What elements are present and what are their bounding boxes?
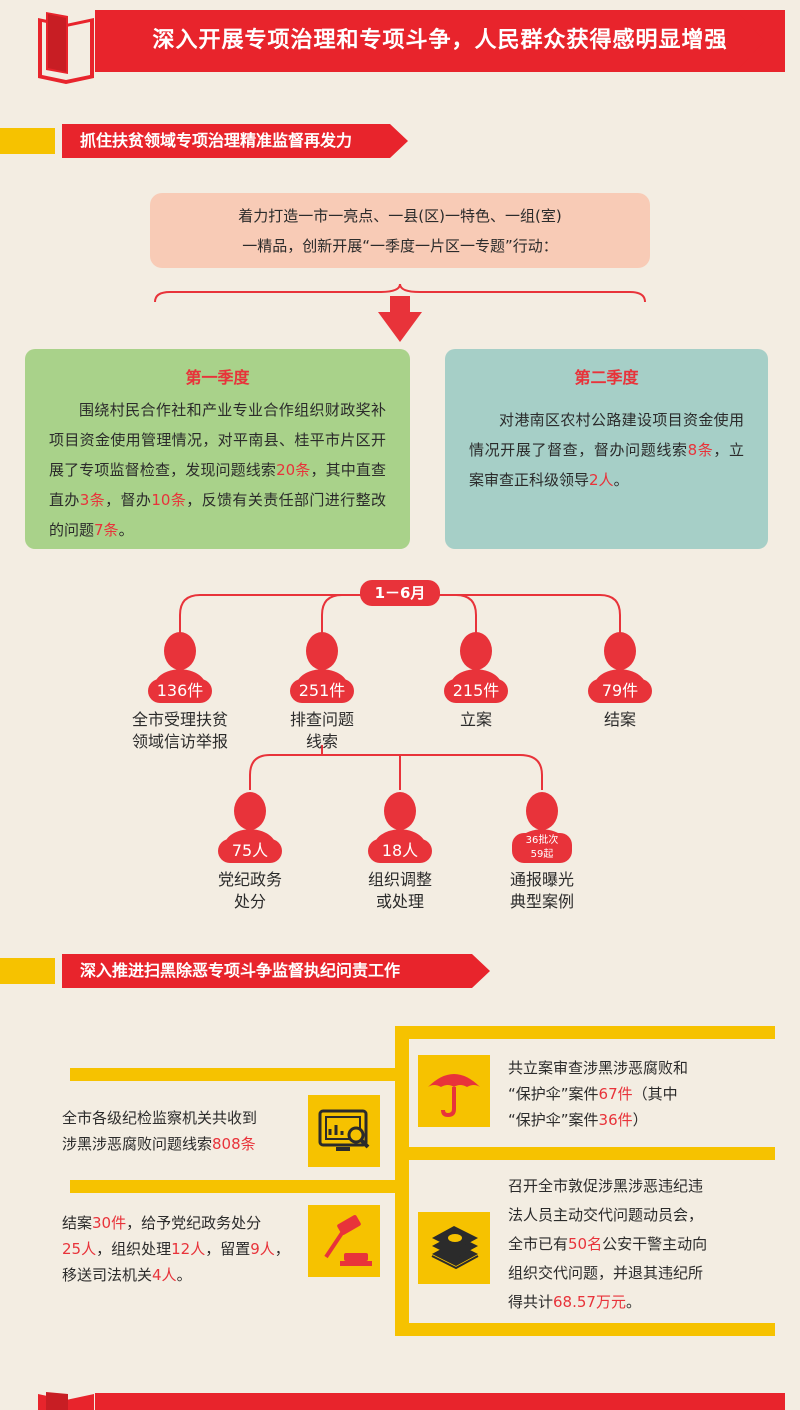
person-label: 通报曝光典型案例 (509, 870, 574, 911)
money-stack-icon (418, 1212, 490, 1284)
quarter2-text: 对港南区农村公路建设项目资金使用情况开展了督查，督办问题线索8条，立案审查正科级… (469, 411, 744, 489)
person-value-badge: 215件 (444, 679, 508, 703)
person-value-badge: 79件 (588, 679, 652, 703)
person-value-badge: 251件 (290, 679, 354, 703)
intro-line2: 一精品，创新开展“一季度一片区一专题”行动： (242, 237, 558, 255)
person-value-badge: 18人 (368, 839, 432, 863)
person-label: 结案 (603, 710, 636, 729)
period-label: 1－6月 (360, 580, 440, 606)
person-label: 全市受理扶贫领域信访举报 (131, 710, 228, 751)
section2-bar-accent (0, 958, 55, 984)
header-banner (95, 10, 785, 72)
tree-connector (179, 594, 621, 790)
quarter1-box: 第一季度 围绕村民合作社和产业专业合作组织财政奖补项目资金使用管理情况，对平南县… (25, 349, 410, 549)
next-banner-book-icon (30, 1392, 100, 1410)
quarter1-title: 第一季度 (185, 368, 250, 387)
section2-title: 深入推进扫黑除恶专项斗争监督执纪问责工作 (62, 954, 472, 988)
person-value-badge: 75人 (218, 839, 282, 863)
block-a-text: 全市各级纪检监察机关共收到 涉黑涉恶腐败问题线索808条 (62, 1109, 258, 1153)
block-b-text: 共立案审查涉黑涉恶腐败和 “保护伞”案件67件（其中 “保护伞”案件36件） (508, 1059, 689, 1129)
intro-line1: 着力打造一市一亮点、一县(区)一特色、一组(室) (238, 207, 562, 225)
section2-tail (472, 954, 490, 988)
monitor-search-icon (308, 1095, 380, 1167)
section1-tail (390, 124, 408, 158)
person-label: 党纪政务处分 (217, 870, 282, 911)
frame-vertical (395, 1026, 409, 1336)
section-bar-accent (0, 128, 55, 154)
frame-top-left (70, 1068, 395, 1081)
page-title: 深入开展专项治理和专项斗争，人民群众获得感明显增强 (152, 28, 728, 53)
section1-title: 抓住扶贫领域专项治理精准监督再发力 (62, 124, 390, 158)
frame-mid-right (395, 1147, 775, 1160)
quarter2-title: 第二季度 (574, 368, 639, 387)
frame-mid-left (70, 1180, 395, 1193)
gavel-icon (308, 1205, 380, 1277)
banner-arrow (735, 10, 765, 72)
person-value-badge: 136件 (148, 679, 212, 703)
person-label: 排查问题线索 (289, 710, 354, 751)
block-d-text: 召开全市敦促涉黑涉恶违纪违 法人员主动交代问题动员会， 全市已有50名公安干警主… (508, 1177, 708, 1311)
person-label: 组织调整或处理 (367, 870, 432, 911)
banner-book-icon (30, 8, 100, 86)
next-banner (95, 1393, 785, 1410)
frame-top-right (395, 1026, 775, 1039)
block-c-text: 结案30件，给予党纪政务处分 25人，组织处理12人，留置9人， 移送司法机关4… (62, 1214, 290, 1284)
frame-bottom-right (395, 1323, 775, 1336)
brace-arrow-icon (154, 284, 646, 342)
quarter2-box: 第二季度 对港南区农村公路建设项目资金使用情况开展了督查，督办问题线索8条，立案… (445, 349, 768, 549)
person-label: 立案 (459, 710, 492, 729)
umbrella-icon (418, 1055, 490, 1127)
intro-box: 着力打造一市一亮点、一县(区)一特色、一组(室) 一精品，创新开展“一季度一片区… (150, 193, 650, 268)
quarter1-text: 围绕村民合作社和产业专业合作组织财政奖补项目资金使用管理情况，对平南县、桂平市片… (49, 401, 386, 539)
